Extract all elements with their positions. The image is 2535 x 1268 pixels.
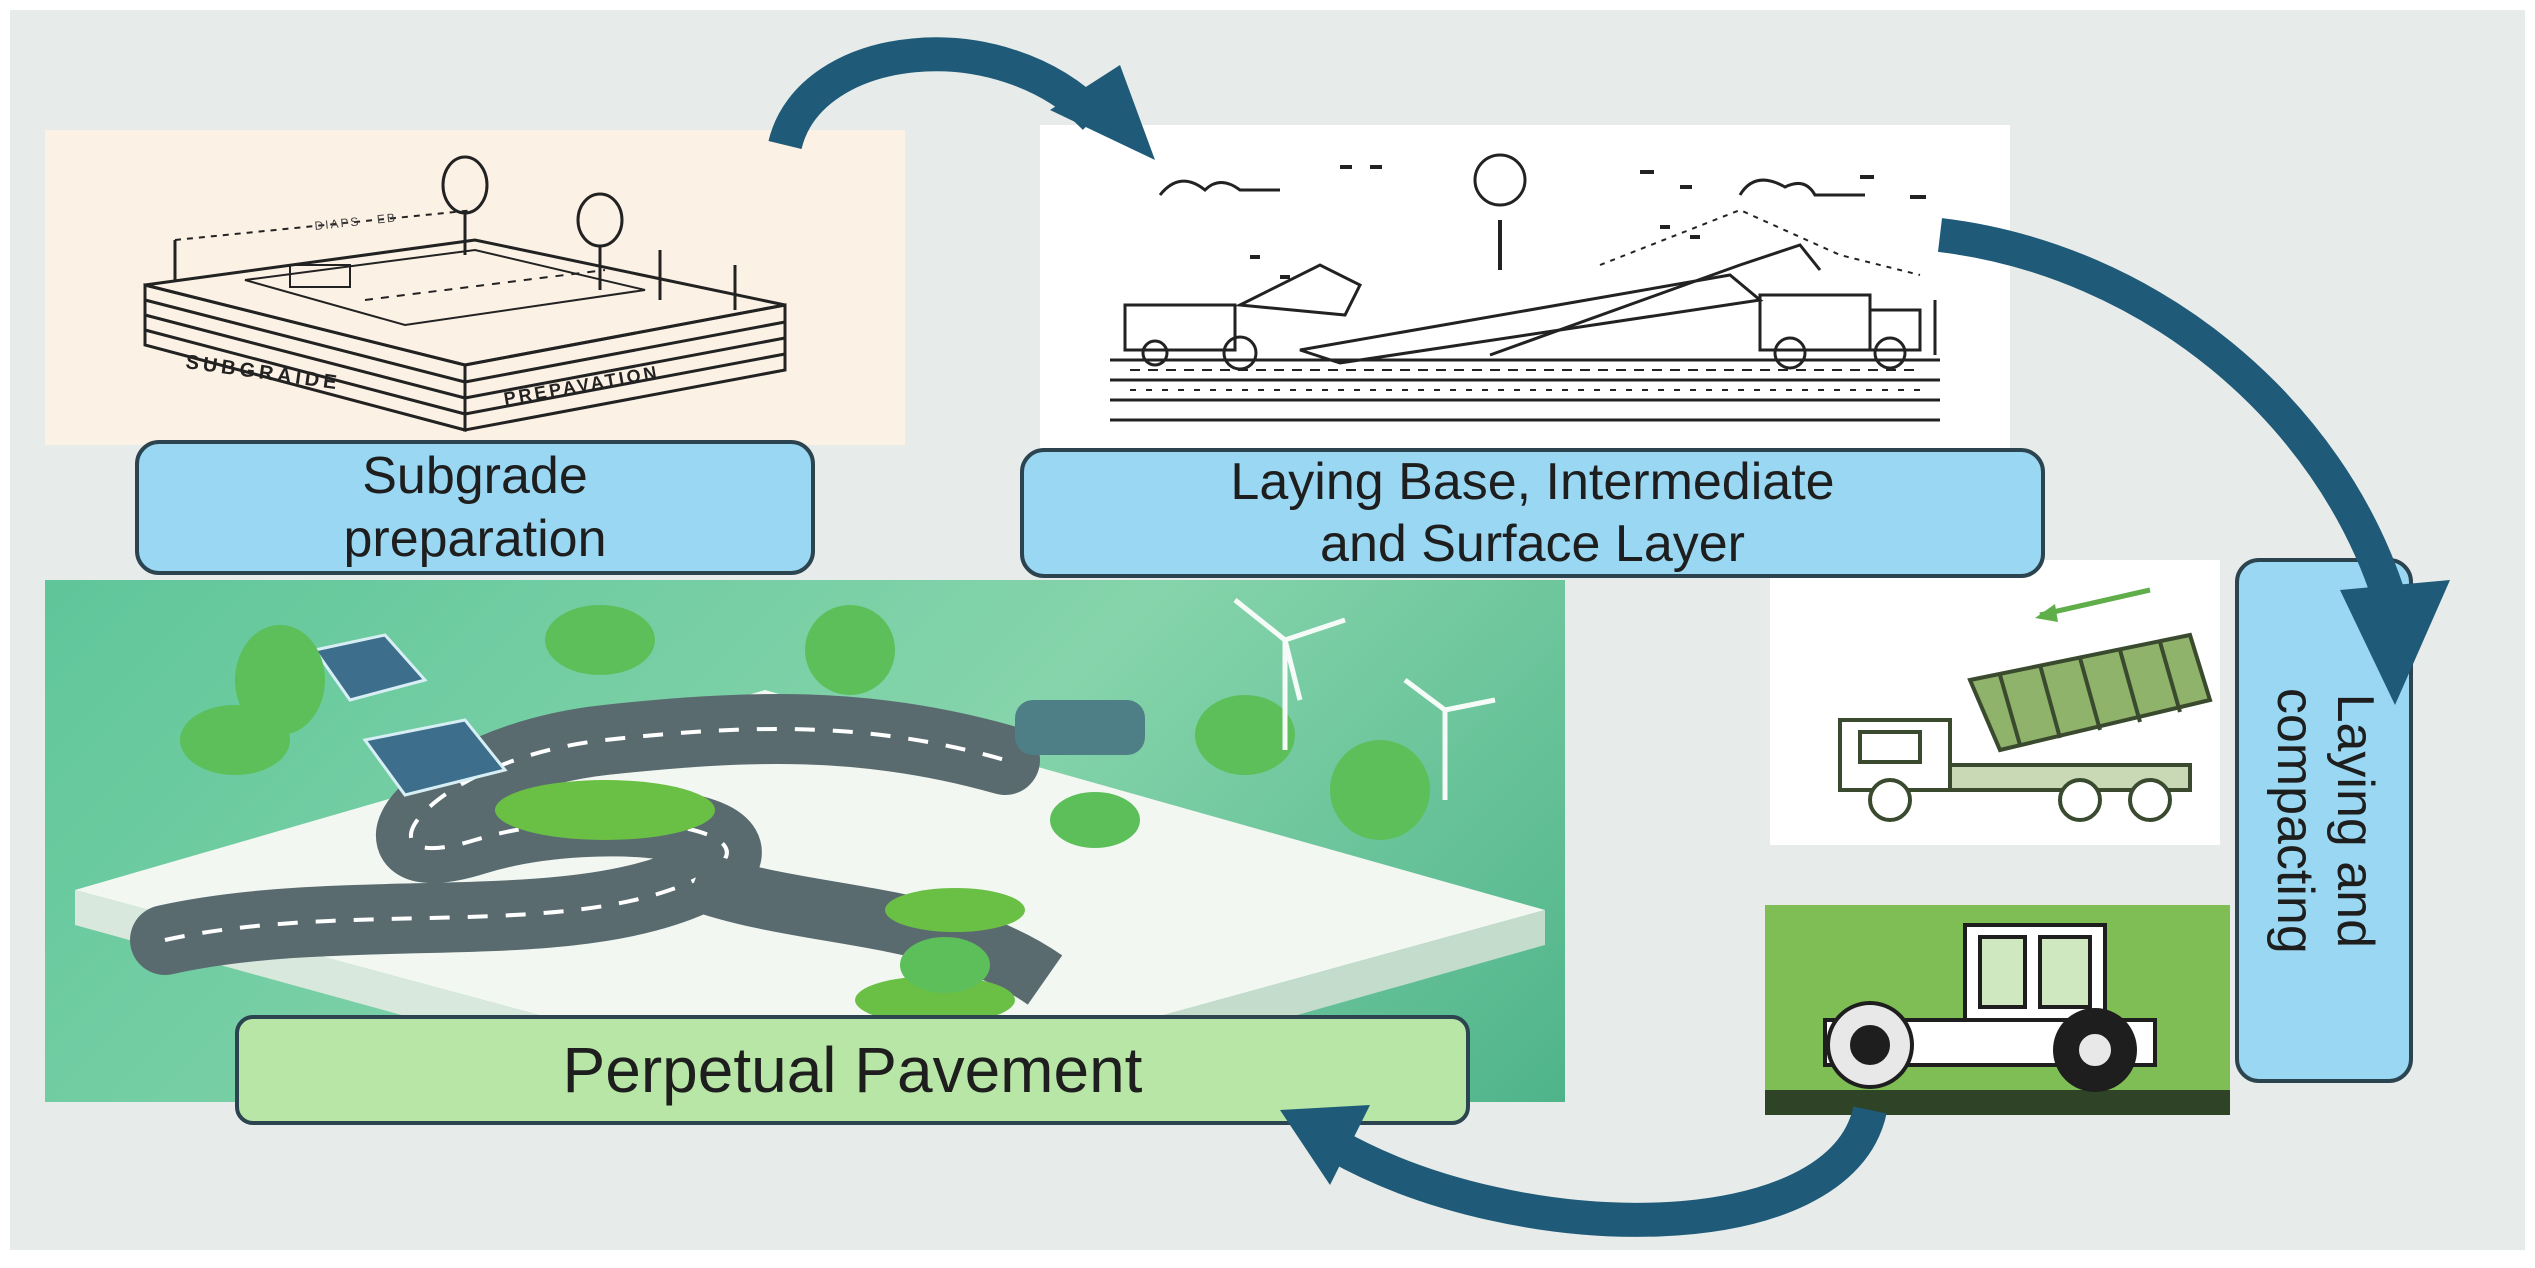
subgrade-sketch-icon: SUBGRAIDE PREPAVATION DIAPS · EB: [143, 155, 787, 432]
laying-layers-label: Laying Base, Intermediate and Surface La…: [1020, 448, 2045, 578]
dump-truck-icon: [1838, 587, 2213, 822]
laying-layers-line2: and Surface Layer: [1320, 515, 1745, 573]
road-roller-icon: [1765, 923, 2230, 1115]
svg-text:DIAPS · EB: DIAPS · EB: [314, 210, 398, 233]
road-roller-illustration: [1765, 905, 2230, 1115]
paving-illustration: [1040, 125, 2010, 450]
subgrade-illustration: SUBGRAIDE PREPAVATION DIAPS · EB: [45, 130, 905, 445]
svg-text:SUBGRAIDE: SUBGRAIDE: [184, 351, 342, 394]
subgrade-label-line2: preparation: [343, 509, 607, 568]
subgrade-label-line1: Subgrade: [362, 447, 588, 506]
perpetual-pavement-text: Perpetual Pavement: [562, 1033, 1143, 1106]
paving-machine-sketch-icon: [1110, 153, 1940, 422]
subgrade-preparation-label: Subgrade preparation: [135, 440, 815, 575]
svg-text:PREPAVATION: PREPAVATION: [502, 362, 661, 409]
laying-compacting-line2: compacting: [2266, 687, 2325, 954]
laying-compacting-line1: Laying and: [2325, 693, 2384, 948]
perpetual-pavement-label: Perpetual Pavement: [235, 1015, 1470, 1125]
laying-layers-line1: Laying Base, Intermediate: [1230, 452, 1835, 511]
dump-truck-illustration: [1770, 560, 2220, 845]
laying-compacting-label: Laying and compacting: [2235, 558, 2413, 1083]
